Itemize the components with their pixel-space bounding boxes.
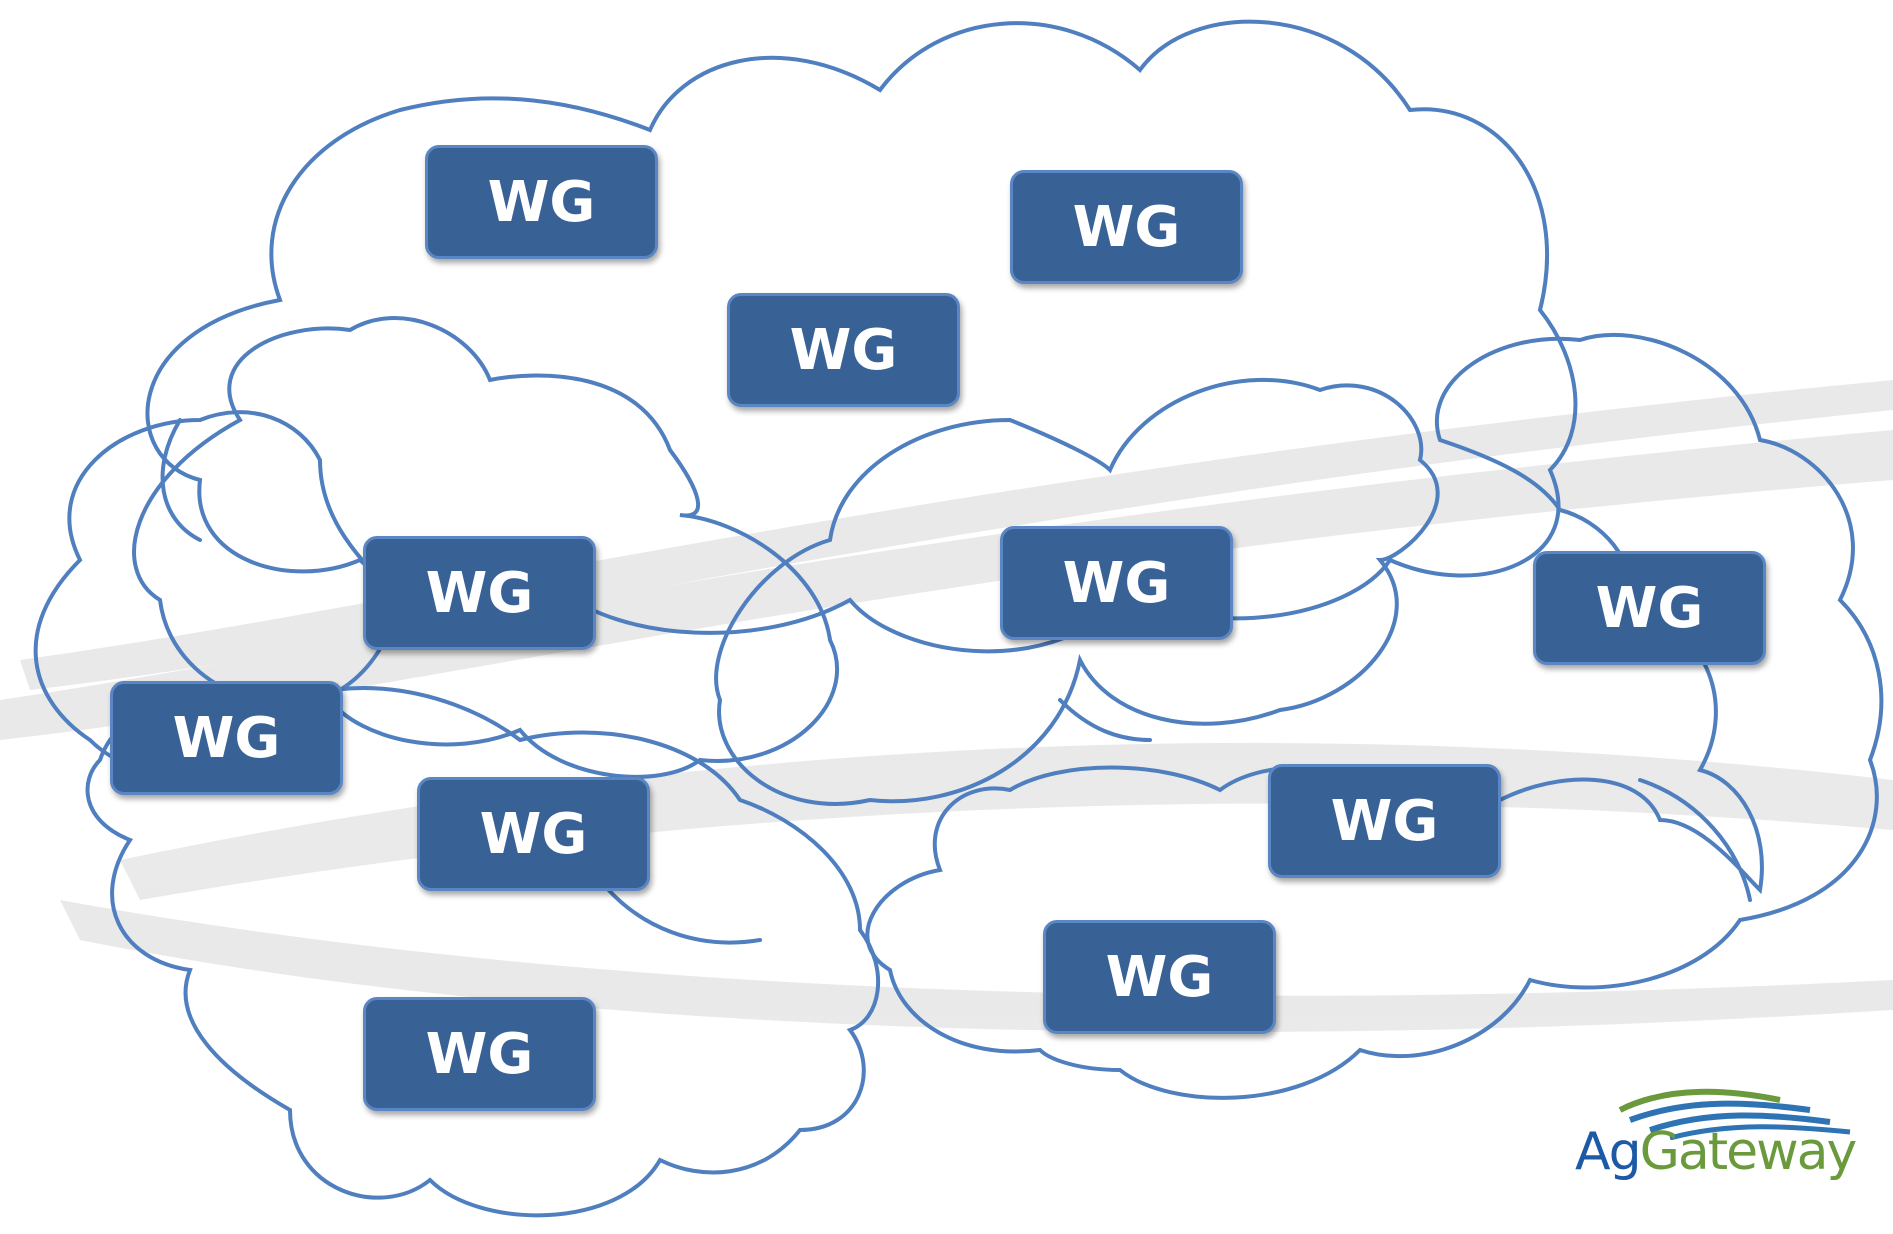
wg-box[interactable]: WG bbox=[1533, 551, 1766, 665]
logo-text-ag: Ag bbox=[1575, 1122, 1642, 1182]
logo-waves-icon bbox=[1618, 1088, 1851, 1140]
wg-box[interactable]: WG bbox=[110, 681, 343, 795]
logo-text: AgGateway bbox=[1575, 1122, 1858, 1182]
cloud-right bbox=[865, 332, 1884, 1100]
cloud-middle bbox=[714, 377, 1440, 806]
wg-box[interactable]: WG bbox=[1043, 920, 1276, 1034]
logo-text-gateway: Gateway bbox=[1639, 1122, 1858, 1182]
wg-box[interactable]: WG bbox=[363, 997, 596, 1111]
wg-box[interactable]: WG bbox=[1268, 764, 1501, 878]
wg-box[interactable]: WG bbox=[363, 536, 596, 650]
wg-box[interactable]: WG bbox=[1000, 526, 1233, 640]
wg-box[interactable]: WG bbox=[425, 145, 658, 259]
wg-box[interactable]: WG bbox=[417, 777, 650, 891]
wg-box[interactable]: WG bbox=[1010, 170, 1243, 284]
wg-box[interactable]: WG bbox=[727, 293, 960, 407]
aggateway-logo: AgGateway bbox=[1570, 1080, 1857, 1200]
cloud-bottom-left bbox=[85, 686, 881, 1218]
